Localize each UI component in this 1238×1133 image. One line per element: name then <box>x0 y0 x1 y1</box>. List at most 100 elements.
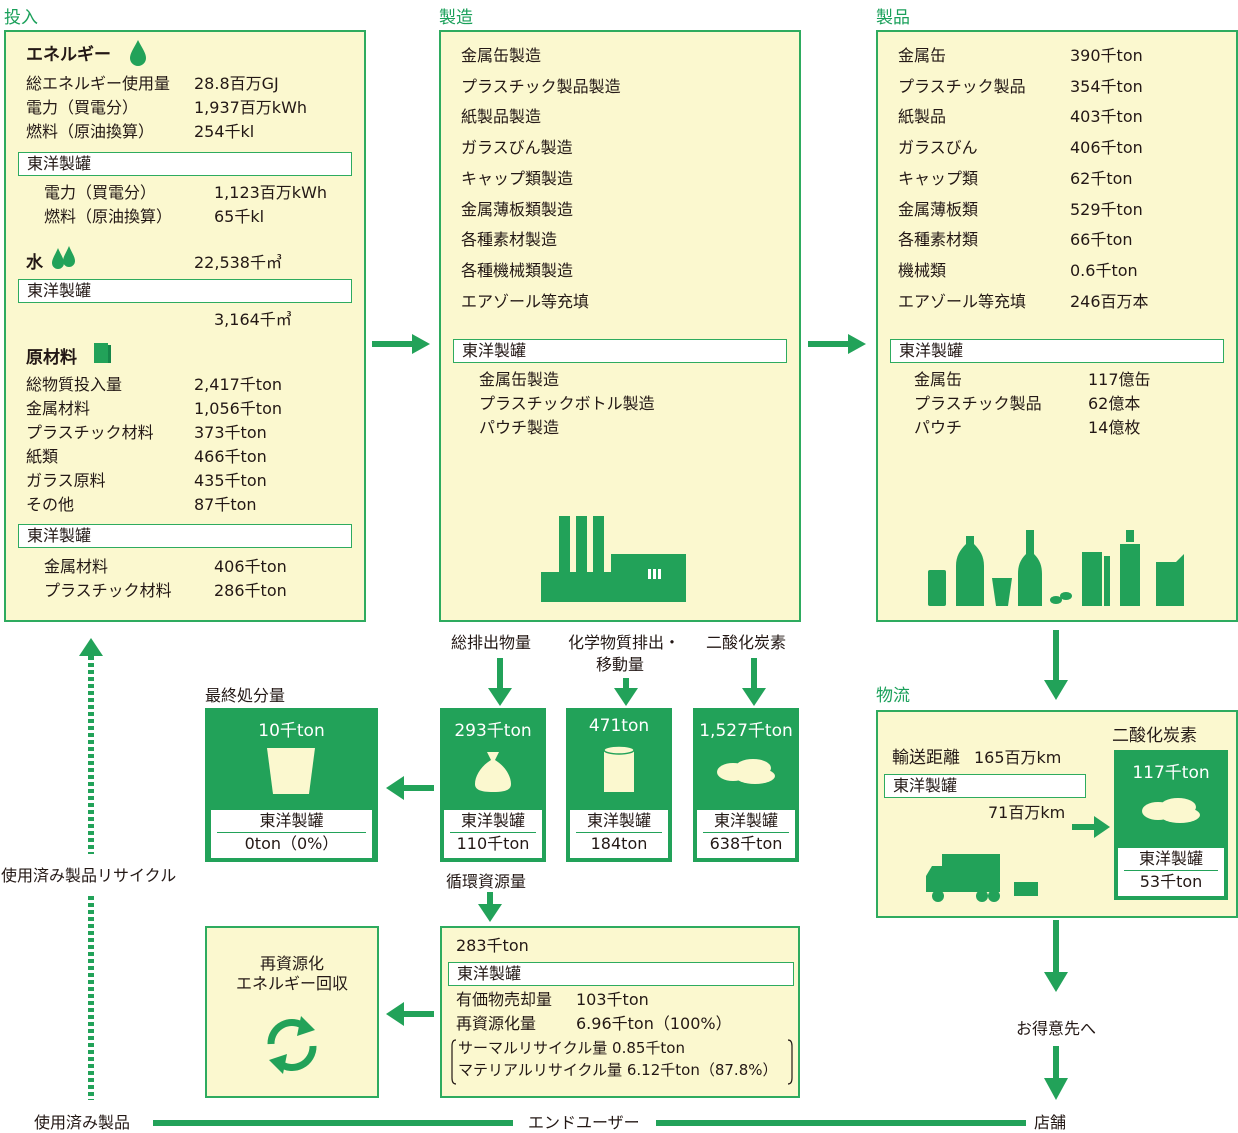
co2-sub-label: 東洋製罐 <box>703 810 789 833</box>
material-sub-row-label: 金属材料 <box>44 557 109 576</box>
material-row-label: プラスチック材料 <box>26 423 154 442</box>
logistics-co2-sub-label: 東洋製罐 <box>1124 848 1218 871</box>
recycle-sub-label: 東洋製罐 <box>448 962 794 986</box>
material-row-label: 総物質投入量 <box>26 375 123 394</box>
material-row-label: 紙類 <box>26 447 59 466</box>
arrow-down-icon <box>488 658 512 706</box>
manufacturing-item: 各種機械類製造 <box>461 261 574 280</box>
flow-line <box>153 1120 513 1126</box>
product-label: 金属薄板類 <box>898 200 979 219</box>
product-sub-value: 117億缶 <box>1088 370 1151 389</box>
product-label: キャップ類 <box>898 169 979 188</box>
co2-box: 1,527千ton 東洋製罐 638千ton <box>693 708 799 862</box>
co2-header: 二酸化炭素 <box>706 633 787 652</box>
energy-row-value: 1,937百万kWh <box>194 98 308 117</box>
co2-value: 1,527千ton <box>699 721 793 741</box>
total-emission-header: 総排出物量 <box>451 633 532 652</box>
material-sub-row-value: 406千ton <box>214 557 287 576</box>
product-label: ガラスびん <box>898 138 978 157</box>
product-value: 246百万本 <box>1070 292 1149 311</box>
logistics-title: 物流 <box>876 686 910 706</box>
recycle-value: 283千ton <box>456 936 529 955</box>
energy-row-label: 燃料（原油換算） <box>26 122 155 141</box>
water-value: 22,538千㎥ <box>194 253 282 272</box>
product-sub-label: パウチ <box>914 418 963 437</box>
arrow-right-icon <box>808 334 866 354</box>
manufacturing-item: ガラスびん製造 <box>461 138 573 157</box>
store-label: 店舗 <box>1034 1113 1067 1132</box>
recycle-panel: 283千ton 東洋製罐 有価物売却量 103千ton 再資源化量 6.96千t… <box>440 926 800 1098</box>
product-value: 0.6千ton <box>1070 261 1138 280</box>
manufacturing-sub-label: 東洋製罐 <box>453 339 787 363</box>
manufacturing-item: 各種素材製造 <box>461 230 558 249</box>
arrow-right-icon <box>1072 816 1110 838</box>
total-emission-value: 293千ton <box>454 721 532 741</box>
energy-sub-row-value: 1,123百万kWh <box>214 183 328 202</box>
energy-row-label: 電力（買電分） <box>26 98 139 117</box>
product-value: 62千ton <box>1070 169 1133 188</box>
recycle-arrows-icon <box>267 1016 317 1074</box>
chemical-header-line2: 移動量 <box>596 655 645 674</box>
products-sub-label: 東洋製罐 <box>890 339 1224 363</box>
distance-value: 165百万km <box>974 748 1062 767</box>
energy-heading: エネルギー <box>26 45 111 65</box>
final-disposal-sub-value: 0ton（0%） <box>244 834 339 853</box>
drum-icon <box>603 745 635 792</box>
arrow-down-icon <box>1044 1046 1068 1100</box>
product-sub-label: 金属缶 <box>914 370 963 389</box>
final-disposal-sub-label: 東洋製罐 <box>217 810 366 833</box>
chemical-sub: 東洋製罐 184ton <box>570 810 668 858</box>
arrow-left-icon <box>386 776 434 800</box>
energy-recovery-panel: 再資源化 エネルギー回収 <box>205 926 379 1098</box>
arrow-left-icon <box>386 1002 434 1026</box>
material-block-icon <box>94 343 111 363</box>
product-value: 66千ton <box>1070 230 1133 249</box>
product-value: 354千ton <box>1070 77 1143 96</box>
product-value: 403千ton <box>1070 107 1143 126</box>
input-title: 投入 <box>4 8 38 28</box>
garbage-bag-icon <box>475 752 511 792</box>
final-disposal-box: 10千ton 東洋製罐 0ton（0%） <box>205 708 378 862</box>
final-disposal-sub: 東洋製罐 0ton（0%） <box>211 810 372 858</box>
manufacturing-item: プラスチック製品製造 <box>461 77 621 96</box>
material-sub-row-label: プラスチック材料 <box>44 581 172 600</box>
recycle-row-value: 103千ton <box>576 990 649 1009</box>
energy-recovery-line2: エネルギー回収 <box>235 974 348 993</box>
product-label: エアゾール等充填 <box>898 292 1027 311</box>
chemical-sub-label: 東洋製罐 <box>576 810 662 833</box>
to-customer-label: お得意先へ <box>1016 1019 1097 1038</box>
chemical-sub-value: 184ton <box>590 834 648 853</box>
material-row-value: 435千ton <box>194 471 267 490</box>
recycle-used-label: 使用済み製品リサイクル <box>1 866 177 885</box>
flow-line <box>656 1120 1026 1126</box>
co2-sub: 東洋製罐 638千ton <box>697 810 795 858</box>
chemical-header-line1: 化学物質排出・ <box>568 633 681 652</box>
energy-row-value: 28.8百万GJ <box>194 74 279 93</box>
arrow-down-icon <box>1044 920 1068 992</box>
product-label: プラスチック製品 <box>898 77 1026 96</box>
product-label: 機械類 <box>898 261 947 280</box>
containers-icon <box>928 530 1184 606</box>
manufacturing-panel: 金属缶製造 プラスチック製品製造 紙製品製造 ガラスびん製造 キャップ類製造 金… <box>439 30 801 622</box>
product-value: 406千ton <box>1070 138 1143 157</box>
arrow-down-icon <box>1044 630 1068 700</box>
logistics-co2-header: 二酸化炭素 <box>1112 726 1197 746</box>
product-label: 金属缶 <box>898 46 947 65</box>
recycle-header: 循環資源量 <box>446 872 527 891</box>
total-emission-sub: 東洋製罐 110千ton <box>444 810 542 858</box>
trash-can-icon <box>267 748 315 794</box>
energy-row-label: 総エネルギー使用量 <box>26 74 171 93</box>
chemical-value: 471ton <box>588 716 650 736</box>
manufacturing-item: エアゾール等充填 <box>461 292 590 311</box>
chemical-box: 471ton 東洋製罐 184ton <box>566 708 672 862</box>
arrow-down-icon <box>478 892 502 922</box>
final-disposal-value: 10千ton <box>258 721 325 741</box>
manufacturing-sub-item: 金属缶製造 <box>479 370 560 389</box>
energy-recovery-line1: 再資源化 <box>259 954 324 973</box>
energy-sub-row-label: 燃料（原油換算） <box>44 207 173 226</box>
recycle-flow-line <box>88 896 94 1100</box>
arrow-down-icon <box>742 658 766 706</box>
manufacturing-item: 金属薄板類製造 <box>461 200 574 219</box>
logistics-co2-sub-value: 53千ton <box>1139 872 1203 891</box>
products-panel: 金属缶 390千ton プラスチック製品 354千ton 紙製品 403千ton… <box>876 30 1238 622</box>
